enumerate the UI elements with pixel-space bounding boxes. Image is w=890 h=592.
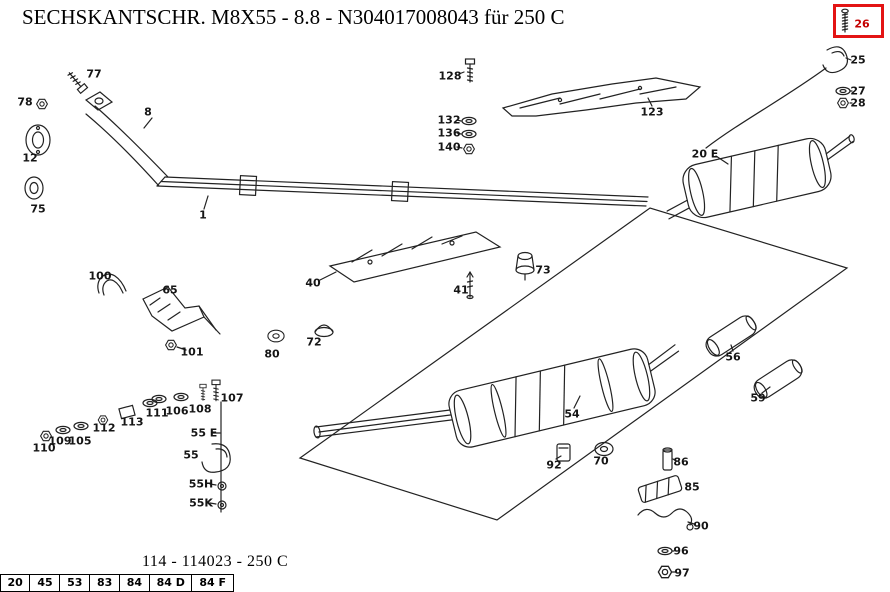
part-label-136[interactable]: 136 bbox=[437, 126, 461, 140]
part-label-54[interactable]: 54 bbox=[564, 407, 580, 421]
part-label-92[interactable]: 92 bbox=[546, 458, 562, 472]
part-label-65[interactable]: 65 bbox=[162, 283, 178, 297]
nut-78-icon bbox=[36, 98, 48, 110]
stud-41-icon bbox=[466, 271, 474, 300]
part-label-8[interactable]: 8 bbox=[144, 105, 152, 119]
part-label-12[interactable]: 12 bbox=[22, 151, 38, 165]
part-label-75[interactable]: 75 bbox=[30, 202, 46, 216]
clamp-25-icon bbox=[822, 46, 852, 74]
bolt-128-icon bbox=[458, 58, 476, 83]
grommet-80-icon bbox=[267, 329, 285, 343]
part-label-78[interactable]: 78 bbox=[17, 95, 33, 109]
part-label-27[interactable]: 27 bbox=[850, 84, 866, 98]
hanger-55-drawing bbox=[201, 401, 231, 513]
part-label-55K[interactable]: 55K bbox=[189, 496, 213, 510]
part-label-20E[interactable]: 20 E bbox=[691, 147, 719, 161]
middle-muffler-drawing bbox=[448, 344, 680, 448]
part-label-70[interactable]: 70 bbox=[593, 454, 609, 468]
leader-25-to-muffler bbox=[705, 67, 827, 149]
part-label-109[interactable]: 109 bbox=[48, 434, 72, 448]
part-label-108[interactable]: 108 bbox=[188, 402, 212, 416]
diagram-caption: 114 - 114023 - 250 C bbox=[142, 553, 289, 570]
bolt-77-icon bbox=[65, 69, 89, 94]
part-label-41[interactable]: 41 bbox=[453, 283, 469, 297]
footer-cell-83[interactable]: 83 bbox=[88, 574, 121, 592]
part-label-111[interactable]: 111 bbox=[145, 406, 169, 420]
part-label-97[interactable]: 97 bbox=[674, 566, 690, 580]
part-label-105[interactable]: 105 bbox=[68, 434, 92, 448]
part-label-112[interactable]: 112 bbox=[92, 421, 116, 435]
heat-shield-40-drawing bbox=[328, 231, 502, 283]
part-label-100[interactable]: 100 bbox=[88, 269, 112, 283]
part-label-106[interactable]: 106 bbox=[165, 404, 189, 418]
part-label-77[interactable]: 77 bbox=[86, 67, 102, 81]
bracket-65-drawing bbox=[97, 273, 221, 351]
highlight-box bbox=[833, 4, 884, 38]
part-label-80[interactable]: 80 bbox=[264, 347, 280, 361]
chain-90-icon bbox=[637, 508, 695, 531]
leader-lines bbox=[143, 97, 771, 460]
footer-cell-84[interactable]: 84 bbox=[118, 574, 151, 592]
buffer-73-icon bbox=[515, 251, 535, 281]
nut-140-icon bbox=[456, 143, 475, 155]
tailpipe-59-drawing bbox=[753, 359, 803, 399]
part-label-55E[interactable]: 55 E bbox=[190, 426, 218, 440]
part-label-140[interactable]: 140 bbox=[437, 140, 461, 154]
part-label-110[interactable]: 110 bbox=[32, 441, 56, 455]
page-title: SECHSKANTSCHR. M8X55 - 8.8 - N3040170080… bbox=[22, 5, 565, 29]
part-label-28[interactable]: 28 bbox=[850, 96, 866, 110]
part-label-59[interactable]: 59 bbox=[750, 391, 766, 405]
plate-85-icon bbox=[637, 475, 683, 503]
perspective-frame bbox=[298, 207, 849, 521]
part-label-123[interactable]: 123 bbox=[640, 105, 664, 119]
footer-cell-53[interactable]: 53 bbox=[59, 574, 91, 592]
footer-cell-45[interactable]: 45 bbox=[29, 574, 61, 592]
footer-cell-84F[interactable]: 84 F bbox=[191, 574, 234, 592]
tailpipe-56-drawing bbox=[705, 315, 757, 357]
part-label-26[interactable]: 26 bbox=[854, 17, 870, 31]
mount-72-icon bbox=[314, 324, 334, 338]
nut-28-icon bbox=[837, 97, 853, 109]
part-label-72[interactable]: 72 bbox=[306, 335, 322, 349]
part-label-101[interactable]: 101 bbox=[180, 345, 204, 359]
footer-cell-20[interactable]: 20 bbox=[0, 574, 31, 592]
washer-96-icon bbox=[657, 546, 675, 556]
part-label-55[interactable]: 55 bbox=[183, 448, 199, 462]
part-label-40[interactable]: 40 bbox=[305, 276, 321, 290]
part-label-113[interactable]: 113 bbox=[120, 415, 144, 429]
nut-27-icon bbox=[835, 86, 853, 96]
part-label-128[interactable]: 128 bbox=[438, 69, 462, 83]
rear-muffler-drawing bbox=[666, 134, 855, 220]
part-label-55H[interactable]: 55H bbox=[188, 477, 214, 491]
part-label-96[interactable]: 96 bbox=[673, 544, 689, 558]
hardware-row-drawing bbox=[40, 379, 221, 442]
block-92-icon bbox=[556, 443, 571, 462]
part-label-86[interactable]: 86 bbox=[673, 455, 689, 469]
pin-86-icon bbox=[662, 447, 677, 471]
washer-132-icon bbox=[456, 116, 477, 126]
nut-97-icon bbox=[657, 565, 676, 579]
part-label-85[interactable]: 85 bbox=[684, 480, 700, 494]
part-label-132[interactable]: 132 bbox=[437, 113, 461, 127]
front-downpipe-drawing bbox=[24, 91, 169, 200]
washer-136-icon bbox=[456, 129, 477, 139]
part-label-1[interactable]: 1 bbox=[199, 208, 207, 222]
part-label-56[interactable]: 56 bbox=[725, 350, 741, 364]
part-label-73[interactable]: 73 bbox=[535, 263, 551, 277]
part-label-25[interactable]: 25 bbox=[850, 53, 866, 67]
footer-cell-84D[interactable]: 84 D bbox=[148, 574, 193, 592]
middle-muffler-inlet-pipes bbox=[313, 408, 460, 439]
part-label-90[interactable]: 90 bbox=[693, 519, 709, 533]
heat-shield-123-drawing bbox=[501, 77, 702, 117]
front-pipes-drawing bbox=[156, 174, 649, 207]
part-label-107[interactable]: 107 bbox=[220, 391, 244, 405]
